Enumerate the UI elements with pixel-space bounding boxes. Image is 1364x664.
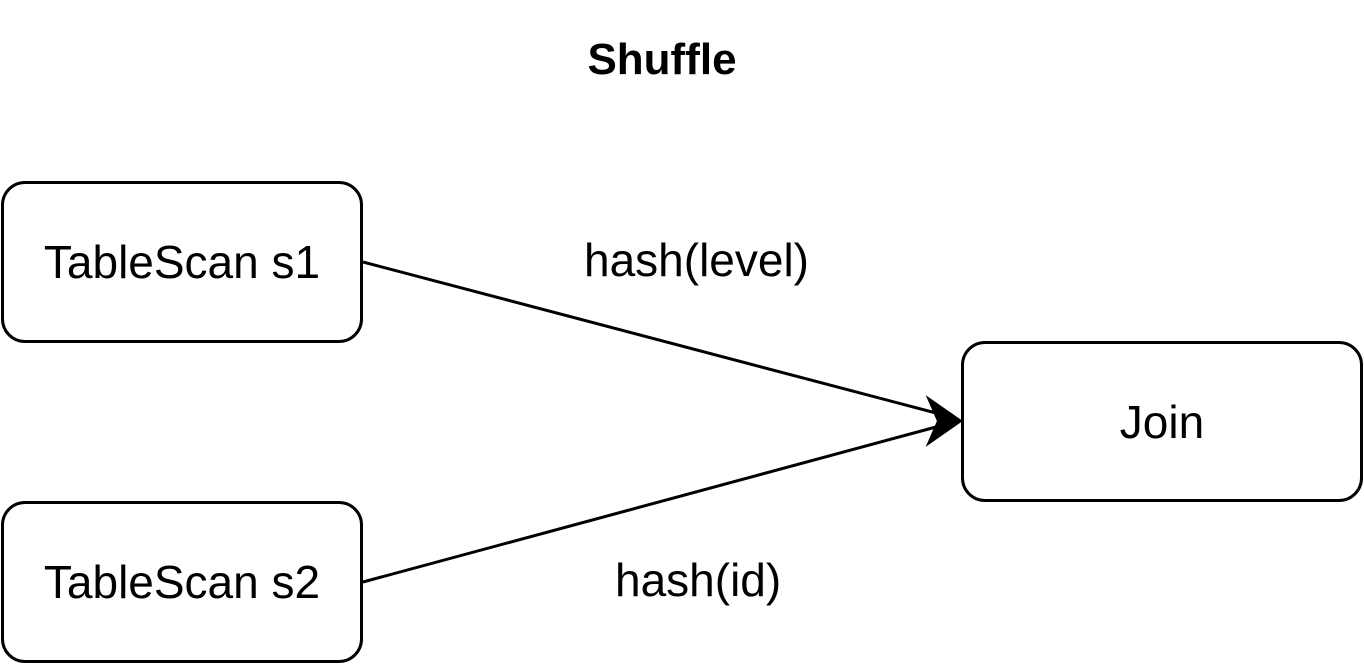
edge-label-hash-id: hash(id) [615, 554, 782, 606]
node-tablescan-s2[interactable]: TableScan s2 [1, 501, 363, 663]
arrowhead-icon [925, 395, 963, 447]
node-label: Join [1119, 395, 1205, 448]
node-tablescan-s1[interactable]: TableScan s1 [1, 181, 363, 343]
node-label: TableScan s2 [43, 556, 321, 608]
diagram-title: Shuffle [587, 35, 737, 84]
edge-s2-to-join [362, 425, 937, 584]
edge-label-hash-level: hash(level) [584, 234, 809, 286]
node-label: TableScan s1 [43, 236, 321, 288]
node-join[interactable]: Join [961, 341, 1363, 502]
edge-s1-to-join [362, 260, 937, 415]
